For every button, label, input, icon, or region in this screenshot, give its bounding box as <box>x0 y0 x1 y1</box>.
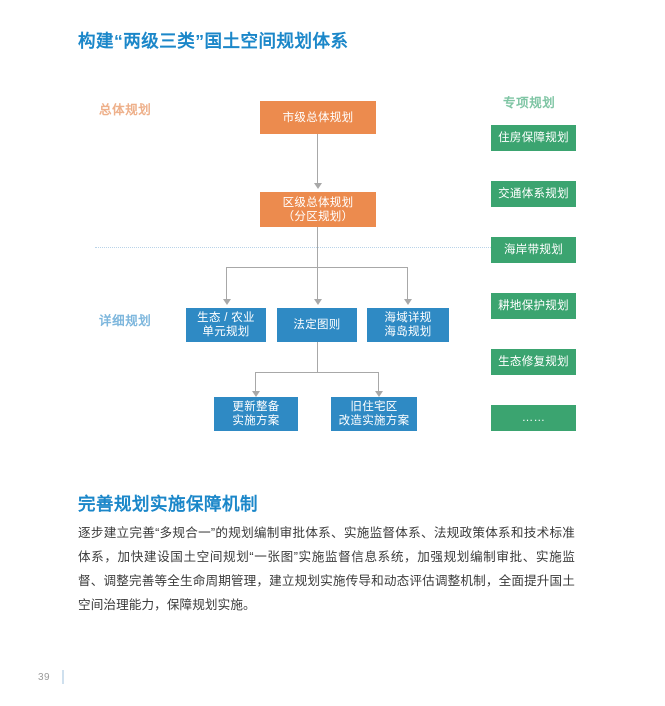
node-label: 交通体系规划 <box>498 188 569 200</box>
node-label-line2: 海岛规划 <box>384 326 432 338</box>
connector-branch-old-housing <box>378 372 380 392</box>
connector-implementation-bus <box>255 372 379 374</box>
node-district-master-plan[interactable]: 区级总体规划 （分区规划） <box>260 192 376 227</box>
node-label-line2: 实施方案 <box>232 415 280 427</box>
node-city-master-plan[interactable]: 市级总体规划 <box>260 101 376 134</box>
node-label-line1: 更新整备 <box>232 401 280 413</box>
section-heading-implementation: 完善规划实施保障机制 <box>78 494 258 514</box>
node-housing-security-plan[interactable]: 住房保障规划 <box>491 125 576 151</box>
node-old-housing-plan[interactable]: 旧住宅区 改造实施方案 <box>331 397 417 431</box>
node-eco-restoration-plan[interactable]: 生态修复规划 <box>491 349 576 375</box>
arrowhead-sea-island <box>403 299 412 305</box>
node-label-line1: 区级总体规划 <box>282 196 354 209</box>
arrowhead-eco-agri <box>222 299 231 305</box>
connector-district-trunk <box>317 227 319 268</box>
connector-statutory-trunk <box>317 342 319 373</box>
footer-divider <box>62 670 64 684</box>
node-label-line1: 海域详规 <box>384 312 432 324</box>
node-label: 住房保障规划 <box>498 132 569 144</box>
node-label-line1: 生态 / 农业 <box>197 312 255 324</box>
node-sea-island-plan[interactable]: 海域详规 海岛规划 <box>367 308 449 342</box>
node-label: 市级总体规划 <box>282 111 354 124</box>
page-number: 39 <box>38 671 51 683</box>
node-label-line2: 单元规划 <box>202 326 250 338</box>
connector-branch-renewal <box>255 372 257 392</box>
column-label-overall-planning: 总体规划 <box>99 103 152 117</box>
node-more-plans[interactable]: …… <box>491 405 576 431</box>
arrowhead-city-to-district <box>313 183 322 189</box>
node-eco-agri-unit-plan[interactable]: 生态 / 农业 单元规划 <box>186 308 266 342</box>
connector-city-to-district <box>317 134 319 184</box>
page-title: 构建“两级三类”国土空间规划体系 <box>78 31 349 51</box>
node-label: 法定图则 <box>293 319 341 331</box>
page-footer: 39 <box>38 670 64 684</box>
node-coastal-zone-plan[interactable]: 海岸带规划 <box>491 237 576 263</box>
body-paragraph: 逐步建立完善“多规合一”的规划编制审批体系、实施监督体系、法规政策体系和技术标准… <box>78 526 575 612</box>
arrowhead-renewal <box>251 391 260 397</box>
node-label-line1: 旧住宅区 <box>350 401 398 413</box>
node-label-line2: （分区规划） <box>282 210 354 223</box>
node-label: …… <box>521 412 546 424</box>
column-label-special-planning: 专项规划 <box>503 96 556 110</box>
divider-dotted <box>95 247 565 248</box>
planning-system-diagram: 总体规划 详细规划 专项规划 市级总体规划 区级总体规划 （分区规划） 生态 /… <box>95 96 576 431</box>
node-label: 耕地保护规划 <box>498 300 569 312</box>
node-label-line2: 改造实施方案 <box>338 415 410 427</box>
node-statutory-plan[interactable]: 法定图则 <box>277 308 357 342</box>
arrowhead-old-housing <box>374 391 383 397</box>
connector-branch-sea-island <box>407 267 409 300</box>
node-farmland-protection-plan[interactable]: 耕地保护规划 <box>491 293 576 319</box>
connector-branch-statutory <box>317 267 319 300</box>
node-label: 海岸带规划 <box>504 244 563 256</box>
column-label-detailed-planning: 详细规划 <box>99 314 152 328</box>
node-renewal-plan[interactable]: 更新整备 实施方案 <box>214 397 298 431</box>
node-transport-system-plan[interactable]: 交通体系规划 <box>491 181 576 207</box>
connector-branch-eco-agri <box>226 267 228 300</box>
arrowhead-statutory <box>313 299 322 305</box>
node-label: 生态修复规划 <box>498 356 569 368</box>
